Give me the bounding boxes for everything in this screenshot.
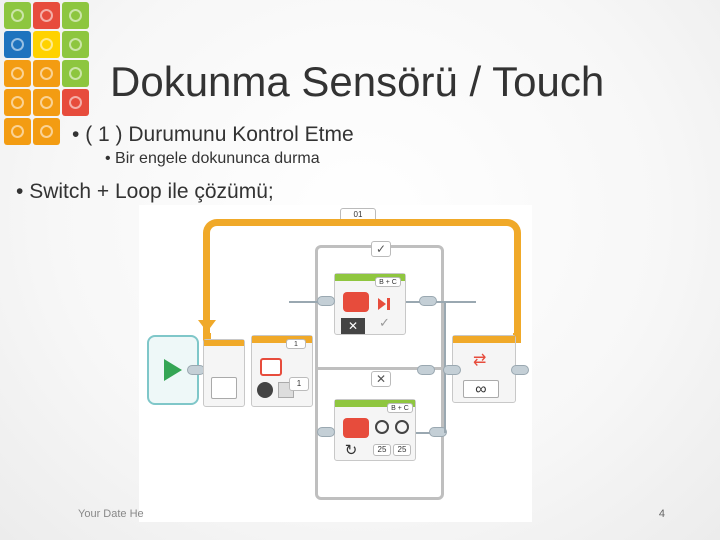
motor-power-left[interactable]: 25 (373, 444, 391, 456)
motor-ports-label[interactable]: B + C (375, 277, 401, 287)
false-case-icon[interactable]: ✕ (371, 371, 391, 387)
brake-check-icon[interactable]: ✓ (379, 315, 390, 330)
lego-brick (33, 2, 60, 29)
lego-brick (4, 89, 31, 116)
bullet-level3: • Bir engele dokununca durma (105, 150, 320, 167)
gauge-left-icon (375, 420, 389, 434)
ev3-program-image: 01 1 1 ✓ ✕ B + C ✕ ✓ (139, 205, 532, 522)
compare-mode-icon[interactable] (257, 382, 273, 398)
connector-plug (511, 365, 529, 375)
loop-end-block[interactable]: ⇄ ∞ (452, 335, 516, 403)
slide-title: Dokunma Sensörü / Touch (110, 58, 605, 105)
lego-brick (4, 118, 31, 145)
on-mode-icon[interactable]: ↻ (344, 442, 358, 459)
stop-mode-icon[interactable]: ✕ (341, 318, 365, 334)
switch-port-label[interactable]: 1 (286, 339, 306, 349)
switch-block[interactable]: 1 (251, 335, 313, 407)
block-stripe (252, 336, 312, 343)
connector-plug (317, 296, 335, 306)
connector-plug (443, 365, 461, 375)
connector-plug (419, 296, 437, 306)
block-stripe (453, 336, 515, 343)
loop-edge (203, 333, 211, 343)
motor-power-right[interactable]: 25 (393, 444, 411, 456)
loop-edge (513, 333, 521, 343)
lego-brick (4, 2, 31, 29)
footer-date: Your Date He (78, 508, 144, 520)
lego-logo (0, 0, 98, 150)
connector-plug (429, 427, 447, 437)
page-number: 4 (658, 508, 665, 520)
stop-bar (387, 298, 390, 310)
lego-brick (62, 31, 89, 58)
bullet-level2: • ( 1 ) Durumunu Kontrol Etme (72, 123, 354, 146)
loop-mode-tab[interactable] (211, 377, 237, 399)
loop-start-marker (198, 320, 216, 332)
loop-icon: ⇄ (473, 352, 487, 369)
play-icon (164, 359, 182, 381)
switch-port-value[interactable]: 1 (289, 377, 309, 391)
lego-brick (4, 60, 31, 87)
lego-brick (62, 89, 89, 116)
move-tank-block-on[interactable]: B + C ↻ 25 25 (334, 399, 416, 461)
motor-icon (343, 418, 369, 438)
motor-icon (343, 292, 369, 312)
loop-mode-unlimited[interactable]: ∞ (463, 380, 499, 398)
lego-brick (4, 31, 31, 58)
sequence-wire (289, 301, 334, 303)
sequence-wire (406, 301, 476, 303)
move-tank-block-stop[interactable]: B + C ✕ (334, 273, 406, 335)
lego-brick (33, 89, 60, 116)
bullet-level1: • Switch + Loop ile çözümü; (16, 180, 274, 203)
lego-brick (33, 118, 60, 145)
connector-plug (417, 365, 435, 375)
motor-ports-label[interactable]: B + C (387, 403, 413, 413)
stop-icon (378, 298, 386, 310)
bullet-text: Bir engele dokununca durma (115, 150, 320, 167)
touch-sensor-icon (260, 358, 282, 376)
lego-brick (33, 60, 60, 87)
lego-brick (62, 60, 89, 87)
block-stripe (335, 400, 415, 407)
switch-divider (315, 367, 444, 370)
loop-frame (203, 219, 521, 341)
bullet-text: Switch + Loop ile çözümü; (29, 180, 274, 203)
lego-brick (33, 31, 60, 58)
gauge-right-icon (395, 420, 409, 434)
block-stripe (204, 340, 244, 346)
true-case-icon[interactable]: ✓ (371, 241, 391, 257)
connector-plug (317, 427, 335, 437)
block-stripe (335, 274, 405, 281)
lego-brick (62, 2, 89, 29)
bullet-text: ( 1 ) Durumunu Kontrol Etme (85, 123, 354, 146)
